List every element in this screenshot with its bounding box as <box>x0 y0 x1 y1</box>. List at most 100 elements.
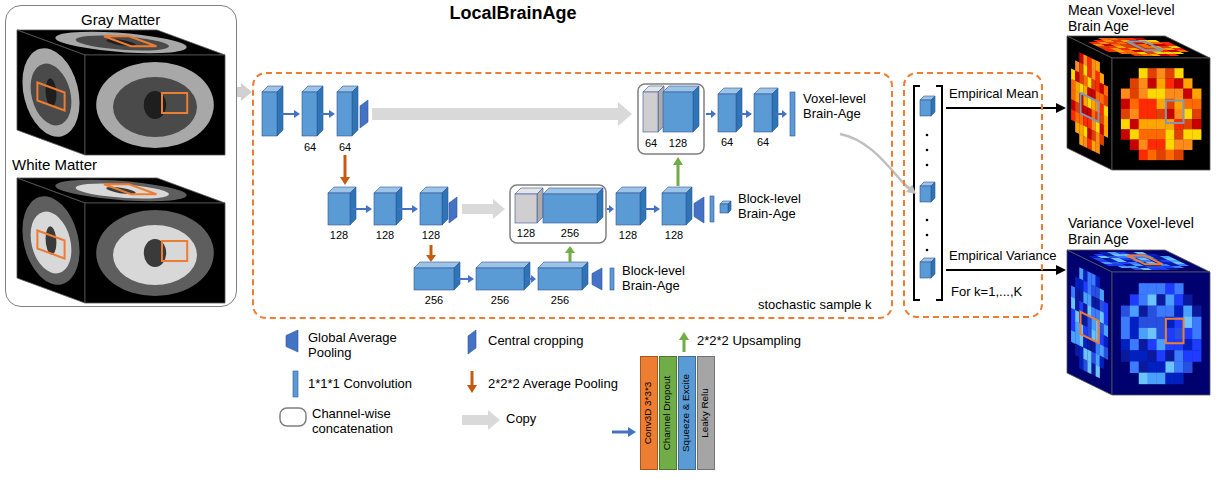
age-cell <box>1159 42 1172 44</box>
age-cell <box>1148 306 1157 318</box>
output-label: Block-level Brain-Age <box>622 264 707 294</box>
edge-label: Empirical Mean <box>947 87 1041 102</box>
channel-count: 256 <box>561 227 579 240</box>
network-cube <box>662 187 692 225</box>
age-cell <box>1139 129 1148 140</box>
age-cell <box>1183 361 1192 373</box>
layer-bar: Squeeze & Excite <box>678 356 696 470</box>
channel-count: 128 <box>376 229 394 242</box>
slice-ground <box>1112 272 1210 395</box>
age-cell <box>1148 139 1157 150</box>
ellipsis-dot <box>926 149 929 152</box>
region-box <box>1127 42 1163 51</box>
network-cube <box>720 201 731 213</box>
age-cell <box>1171 52 1184 54</box>
age-cell <box>1183 109 1192 120</box>
conv-arrow <box>352 205 372 213</box>
network-cube <box>920 258 935 278</box>
age-cell <box>1174 306 1183 318</box>
cube-front <box>414 268 454 290</box>
age-cell <box>1165 68 1174 79</box>
age-cell <box>1146 254 1159 256</box>
age-cell <box>1168 260 1181 262</box>
age-cell <box>1130 306 1139 318</box>
brain-slice <box>1112 58 1210 170</box>
edge-label: Empirical Variance <box>947 249 1058 264</box>
age-cell <box>1121 99 1130 110</box>
layer-bar: Leaky Relu <box>697 356 715 470</box>
crop-symbol <box>468 330 476 354</box>
pool-arrow <box>340 155 350 185</box>
upsample-arrow-head <box>565 246 575 253</box>
cube-front <box>663 92 693 132</box>
region-box <box>1166 319 1184 344</box>
network-cube <box>538 262 588 290</box>
brain-slice <box>1112 272 1210 395</box>
copy-arrow-shaft <box>372 108 619 120</box>
cube-top <box>543 188 603 194</box>
brain-cube <box>1067 36 1210 170</box>
age-cell <box>1121 109 1130 120</box>
region-box <box>162 241 187 261</box>
age-cell <box>1121 119 1130 130</box>
channel-count: 128 <box>330 229 348 242</box>
network-cube <box>476 262 530 290</box>
age-cell <box>1165 361 1174 373</box>
legend-text: Global Average Pooling <box>308 331 408 361</box>
age-cell <box>1130 339 1139 351</box>
age-cell <box>1139 139 1148 150</box>
pooling-symbol <box>694 197 704 223</box>
conv-arrow-head <box>294 110 300 118</box>
conv-arrow-shaft <box>352 208 367 210</box>
block-arrow-shaft <box>612 431 629 434</box>
network-cube <box>414 262 460 290</box>
sample-curve-head-head <box>906 184 916 194</box>
upsample-arrow <box>673 157 683 186</box>
age-cell <box>1176 50 1189 52</box>
age-cell <box>1083 136 1087 149</box>
age-cell <box>1174 119 1183 130</box>
age-cell <box>1192 306 1201 318</box>
brain-cube <box>1067 250 1210 395</box>
cube-top <box>476 262 530 268</box>
image-heading: Variance Voxel-level Brain Age <box>1068 215 1208 247</box>
layer-name: Channel Dropout <box>659 356 677 470</box>
age-cell <box>1096 142 1100 155</box>
region-box <box>104 36 156 46</box>
conv-arrow <box>398 205 418 213</box>
brain-slice <box>85 203 225 303</box>
age-cell <box>1165 306 1174 318</box>
brain-cube <box>17 30 225 155</box>
age-cell <box>1075 121 1079 134</box>
conv-symbol <box>293 371 298 397</box>
network-cube <box>328 187 356 225</box>
pool-arrow <box>467 371 477 393</box>
network-cube <box>616 187 646 225</box>
layer-bar: Channel Dropout <box>659 356 677 470</box>
age-cell <box>1139 339 1148 351</box>
age-cell <box>1139 150 1148 161</box>
age-cell <box>1133 38 1146 40</box>
age-cell <box>1121 317 1130 329</box>
legend-text: Copy <box>506 412 536 427</box>
legend-sample <box>467 371 477 393</box>
slice-ground <box>1067 36 1112 170</box>
age-cell <box>1139 119 1148 130</box>
brain-core <box>31 205 72 280</box>
output-image: Variance Voxel-level Brain Age <box>1066 215 1214 397</box>
age-cell <box>1148 109 1157 120</box>
age-cell <box>1165 294 1174 306</box>
age-cell <box>1079 357 1083 371</box>
cube-side <box>352 86 358 136</box>
layer-name: Squeeze & Excite <box>678 356 696 470</box>
brain-slice <box>17 30 85 155</box>
age-cell <box>1159 256 1172 258</box>
copy-arrow-head <box>493 199 505 219</box>
flow-arrow <box>946 269 1056 271</box>
age-cell <box>1121 328 1130 340</box>
conv-arrow <box>642 205 660 213</box>
cube-side <box>277 86 283 136</box>
age-cell <box>1148 99 1157 110</box>
input-panel: Gray MatterWhite Matter <box>5 5 237 307</box>
